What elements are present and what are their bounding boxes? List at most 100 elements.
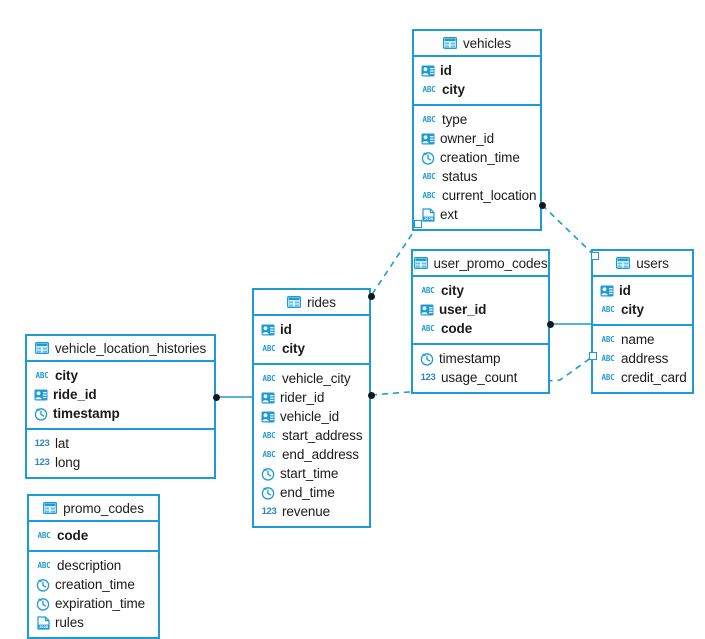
table-header-users[interactable]: users [593, 251, 692, 277]
column-row[interactable]: ABC city [27, 366, 214, 385]
abc-string-icon: ABC [35, 371, 49, 380]
123-number-icon: 123 [34, 438, 50, 449]
abc-string-icon: ABC [601, 335, 615, 344]
key-person-icon [261, 391, 275, 405]
key-person-icon [421, 64, 435, 78]
abc-string-icon: ABC [601, 305, 615, 314]
table-header-user_promo_codes[interactable]: user_promo_codes [413, 251, 548, 277]
table-title: user_promo_codes [433, 255, 548, 271]
table-title: vehicle_location_histories [54, 340, 207, 356]
column-row[interactable]: vehicle_id [254, 407, 369, 426]
clock-timestamp-icon [261, 486, 275, 500]
abc-string-icon: ABC [422, 115, 436, 124]
column-name: city [282, 341, 305, 356]
table-header-rides[interactable]: rides [254, 290, 369, 316]
table-header-promo_codes[interactable]: promo_codes [29, 496, 158, 522]
column-row[interactable]: JSON rules [29, 613, 158, 632]
relationship-endpoint-square [414, 220, 422, 228]
key-person-icon [420, 303, 434, 317]
column-name: owner_id [440, 131, 494, 146]
column-row[interactable]: ABC start_address [254, 426, 369, 445]
column-row[interactable]: owner_id [414, 129, 540, 148]
column-name: ride_id [53, 387, 97, 402]
column-name: start_time [280, 466, 339, 481]
123-number-icon: 123 [420, 372, 436, 383]
table-icon [616, 256, 631, 270]
column-name: vehicle_city [282, 371, 351, 386]
column-row[interactable]: timestamp [413, 349, 548, 368]
relationship-endpoint-square [589, 352, 597, 360]
relationship-endpoint-dot [368, 392, 375, 399]
svg-text:JSON: JSON [423, 216, 433, 221]
key-person-icon [261, 323, 275, 337]
column-name: timestamp [439, 351, 501, 366]
column-name: start_address [282, 428, 363, 443]
column-row[interactable]: 123 lat [27, 434, 214, 453]
column-name: credit_card [621, 370, 687, 385]
column-name: status [442, 169, 478, 184]
column-row[interactable]: user_id [413, 300, 548, 319]
column-name: ext [440, 207, 458, 222]
column-name: revenue [282, 504, 331, 519]
column-row[interactable]: id [414, 61, 540, 80]
abc-string-icon: ABC [601, 373, 615, 382]
column-name: code [441, 321, 473, 336]
column-name: rider_id [280, 390, 325, 405]
table-icon [287, 295, 302, 309]
column-row[interactable]: rider_id [254, 388, 369, 407]
abc-string-icon: ABC [262, 431, 276, 440]
clock-timestamp-icon [34, 407, 48, 421]
column-row[interactable]: creation_time [414, 148, 540, 167]
column-row[interactable]: timestamp [27, 404, 214, 423]
column-row[interactable]: id [593, 281, 692, 300]
column-row[interactable]: JSON ext [414, 205, 540, 224]
column-name: vehicle_id [280, 409, 340, 424]
column-name: expiration_time [55, 596, 146, 611]
table-header-vehicles[interactable]: vehicles [414, 31, 540, 57]
column-row[interactable]: ABC type [414, 110, 540, 129]
column-row[interactable]: expiration_time [29, 594, 158, 613]
column-name: lat [55, 436, 69, 451]
primary-key-group-vehicle_location_histories: ABC city ride_id timestamp [27, 362, 214, 428]
column-row[interactable]: id [254, 320, 369, 339]
column-row[interactable]: creation_time [29, 575, 158, 594]
column-row[interactable]: ABC credit_card [593, 368, 692, 387]
column-row[interactable]: ride_id [27, 385, 214, 404]
column-row[interactable]: start_time [254, 464, 369, 483]
column-name: end_address [282, 447, 359, 462]
clock-timestamp-icon [420, 352, 434, 366]
table-icon [43, 501, 58, 515]
table-title: rides [307, 294, 336, 310]
table-header-vehicle_location_histories[interactable]: vehicle_location_histories [27, 336, 214, 362]
column-row[interactable]: end_time [254, 483, 369, 502]
column-name: city [55, 368, 78, 383]
column-name: type [442, 112, 468, 127]
column-name: city [441, 283, 464, 298]
table-icon [413, 256, 428, 270]
column-name: code [57, 528, 89, 543]
